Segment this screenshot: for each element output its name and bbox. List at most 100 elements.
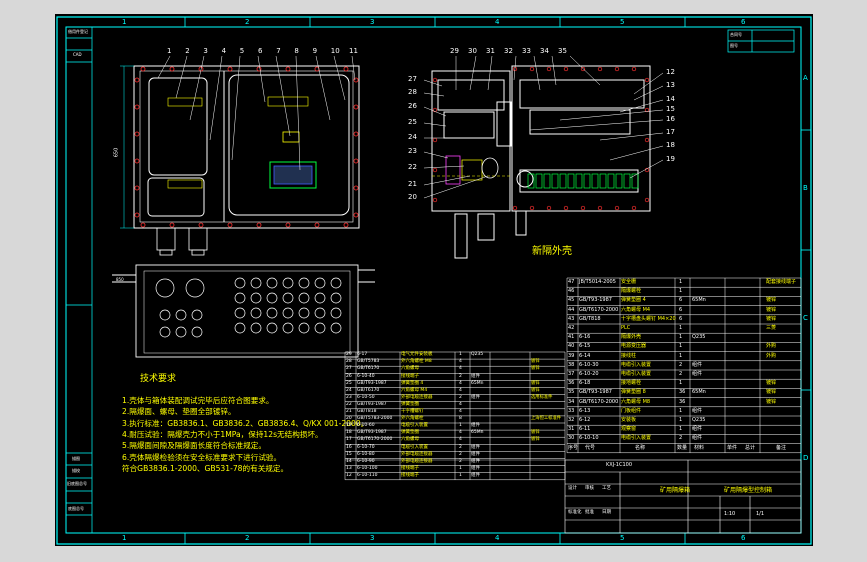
gland-hole xyxy=(191,326,203,338)
bom-cell: 6-10-40 xyxy=(357,373,375,379)
gland-hole xyxy=(266,292,278,304)
callout-number: 32 xyxy=(504,47,513,55)
bolt-circle xyxy=(529,66,535,72)
bom-cell: 1 xyxy=(679,325,683,331)
bom-cell: 六角螺母 M4 xyxy=(621,306,651,313)
bom-cell: GB/T818 xyxy=(579,315,601,322)
bom-cell: PLC xyxy=(621,325,631,331)
bom-cell: 组件 xyxy=(692,407,703,414)
bom-cell: 隔爆外壳 xyxy=(621,334,642,341)
gland-hole xyxy=(314,322,326,334)
zone-bottom-6: 6 xyxy=(741,534,746,542)
title-block-label: 审核 xyxy=(585,486,594,491)
bom-cell: 1 xyxy=(679,343,683,350)
gland-hole xyxy=(314,292,326,304)
callout-number: 23 xyxy=(408,147,417,155)
bom-cell: 外六角螺栓 xyxy=(401,416,424,422)
bolt-circle xyxy=(546,205,552,211)
callout-number: 7 xyxy=(276,47,281,55)
callout-number: 20 xyxy=(408,193,417,201)
bom-cell: 16 xyxy=(346,444,352,450)
width-dimension: 850 xyxy=(116,277,124,282)
bom-cell: 6-14 xyxy=(579,352,591,359)
bom-cell: 组件 xyxy=(471,465,480,471)
bom-cell: 6 xyxy=(679,297,683,304)
bolt-circle xyxy=(134,185,140,191)
terminal-block xyxy=(607,173,615,189)
bom-cell: 组件 xyxy=(471,451,480,457)
bottom-plan-holes xyxy=(155,277,342,338)
bom-cell: 43 xyxy=(568,315,575,322)
gland-hole xyxy=(298,322,310,334)
main-view-dimensions xyxy=(120,65,134,229)
bom-cell: 25 xyxy=(346,380,352,386)
bom-cell: 外部电缆连接器 xyxy=(401,458,433,464)
gland-hole xyxy=(266,307,278,319)
bolt-circle xyxy=(343,66,349,72)
bom-cell: JB/T5014-2005 xyxy=(579,279,616,285)
bom-cell: 六角螺母 xyxy=(401,366,419,372)
gland-hole xyxy=(266,277,278,289)
bom-cell: 12 xyxy=(346,472,352,478)
bolt-circle xyxy=(134,131,140,137)
bom-cell: 4 xyxy=(459,437,462,443)
bom-cell: 接线柱 xyxy=(621,352,637,359)
product-name: 矿用隔爆型控制箱 xyxy=(724,487,773,494)
bom-cell: 镀锌 xyxy=(531,437,540,443)
bolt-circle xyxy=(140,66,146,72)
bom-cell: 20 xyxy=(346,416,352,422)
callout-number: 11 xyxy=(349,47,358,55)
bolt-circle xyxy=(256,222,262,228)
bolt-circle xyxy=(597,205,603,211)
bom-cell: 组件 xyxy=(692,371,703,377)
bom-cell: GB/T5783 xyxy=(357,359,380,365)
callout-number: 34 xyxy=(540,47,549,55)
bom-cell: 6-10-110 xyxy=(357,472,378,478)
bom-cell: GB/T93-1987 xyxy=(579,389,612,396)
terminal-block xyxy=(559,173,567,189)
gland-hole xyxy=(298,307,310,319)
callout-number: 12 xyxy=(666,68,675,76)
bom-cell: 47 xyxy=(568,279,575,285)
drawing-number: KXJ-1C100 xyxy=(606,462,633,468)
bom-cell: GB/T818 xyxy=(357,409,377,414)
terminal-block xyxy=(543,173,551,189)
title-block-label: 批准 xyxy=(585,510,594,515)
bom-cell: 23 xyxy=(346,394,352,400)
bom-cell: 配套接线端子 xyxy=(766,279,797,285)
zone-ticks xyxy=(184,17,811,544)
main-view-nameplates xyxy=(167,96,313,189)
bom-cell: 镀锌 xyxy=(531,366,540,372)
bom-cell: 37 xyxy=(568,371,575,377)
gland-hole xyxy=(175,326,187,338)
bom-cell: 隔爆螺栓 xyxy=(621,288,642,295)
left-strip-label: 描图 xyxy=(72,456,80,461)
terminal-block xyxy=(575,173,583,189)
bom-cell: 电气元件安装板 xyxy=(401,352,433,358)
callout-number: 33 xyxy=(522,47,531,55)
bom-cell: 十字槽螺钉 xyxy=(401,409,424,414)
bom-cell: 18 xyxy=(346,430,352,436)
bom-cell: 上海恒工标准件 xyxy=(531,416,562,422)
bolt-circle xyxy=(343,222,349,228)
bom-cell: 2 xyxy=(459,373,462,379)
zone-top-6: 6 xyxy=(741,18,746,26)
gland-hole xyxy=(185,278,205,298)
callout-number: 19 xyxy=(666,155,675,163)
bom-cell: 41 xyxy=(568,334,575,341)
bom-cell: GB/T5783-2000 xyxy=(357,416,393,422)
bom-cell: 44 xyxy=(568,306,575,313)
bom-cell: 十字槽盘头螺钉 M4×20 xyxy=(621,315,676,322)
gland-hole xyxy=(298,292,310,304)
callout-number: 5 xyxy=(239,47,245,55)
bolt-circle xyxy=(227,222,233,228)
bom-cell: Q235 xyxy=(692,417,706,423)
gland-hole xyxy=(298,277,310,289)
main-view-bolts xyxy=(134,66,359,228)
bom-cell: 1 xyxy=(679,279,683,285)
bom-cell: 组件 xyxy=(692,435,703,442)
left-strip-label: 描校 xyxy=(72,468,80,473)
zone-right-d: D xyxy=(803,454,809,462)
bom-cell: 14 xyxy=(346,458,352,464)
bolt-circle xyxy=(198,66,204,72)
